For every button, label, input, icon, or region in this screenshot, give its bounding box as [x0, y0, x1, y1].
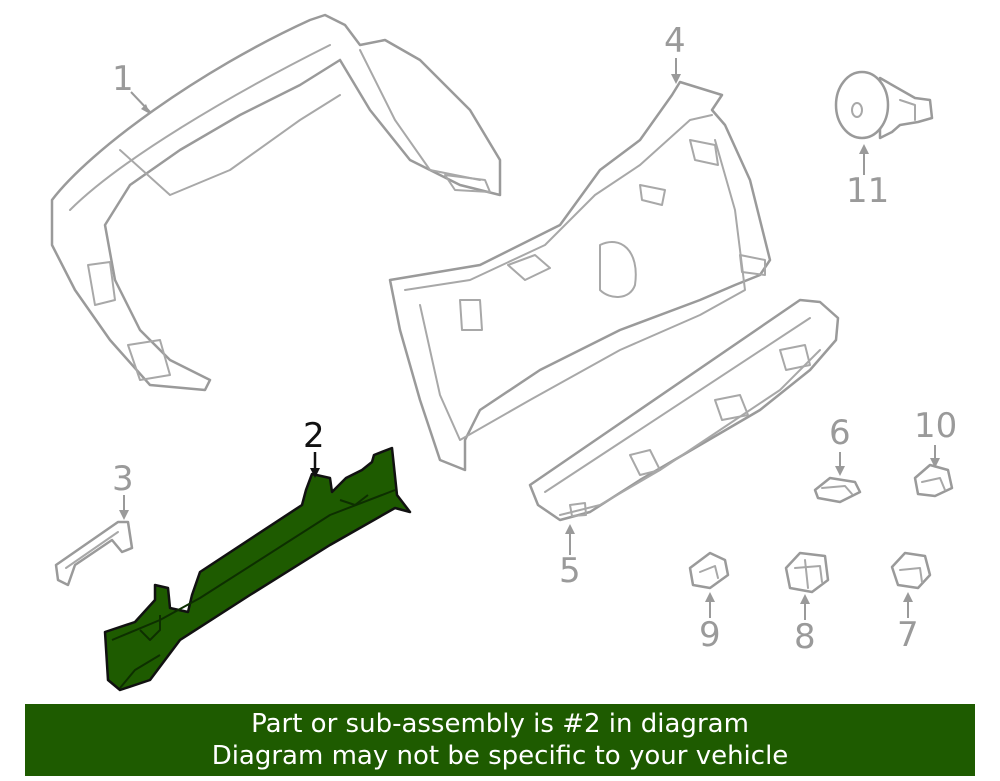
callout-10: 10	[914, 406, 957, 446]
callout-6: 6	[829, 413, 851, 453]
part-6-bracket[interactable]	[813, 476, 862, 504]
callout-3: 3	[112, 459, 134, 499]
callout-5-leader	[565, 524, 575, 555]
callout-4-leader	[671, 58, 681, 84]
part-1-upper-garnish[interactable]	[50, 13, 502, 392]
callout-8: 8	[794, 617, 816, 657]
part-8-retainer[interactable]	[784, 551, 830, 594]
callout-4: 4	[664, 21, 686, 61]
banner-line-1: Part or sub-assembly is #2 in diagram	[251, 709, 749, 739]
callout-7-leader	[903, 592, 913, 618]
callout-1: 1	[112, 59, 134, 99]
callout-3-leader	[119, 495, 129, 520]
part-5-lower-trim[interactable]	[528, 298, 840, 522]
parts-diagram: 1 4 11 5	[50, 13, 957, 692]
part-2-highlighted-trim[interactable]	[103, 446, 412, 692]
callout-11: 11	[846, 171, 889, 211]
part-4-liftgate-trim-panel[interactable]	[388, 80, 772, 472]
part-10-clip[interactable]	[913, 463, 954, 498]
part-7-retainer[interactable]	[890, 551, 932, 590]
part-11-round-component[interactable]	[834, 70, 934, 140]
callout-10-leader	[930, 445, 940, 468]
callout-2-leader	[310, 452, 320, 478]
callout-7: 7	[897, 615, 919, 655]
callout-9: 9	[699, 615, 721, 655]
info-banner: Part or sub-assembly is #2 in diagram Di…	[25, 704, 975, 776]
callout-1-leader	[130, 91, 151, 114]
callout-5: 5	[559, 551, 581, 591]
part-3-trim-strip[interactable]	[54, 520, 134, 587]
callout-6-leader	[835, 452, 845, 476]
callout-8-leader	[800, 594, 810, 620]
part-9-clip[interactable]	[688, 551, 730, 590]
banner-line-2: Diagram may not be specific to your vehi…	[211, 741, 789, 771]
callout-2: 2	[303, 416, 325, 456]
callout-11-leader	[859, 144, 869, 175]
callout-9-leader	[705, 592, 715, 618]
